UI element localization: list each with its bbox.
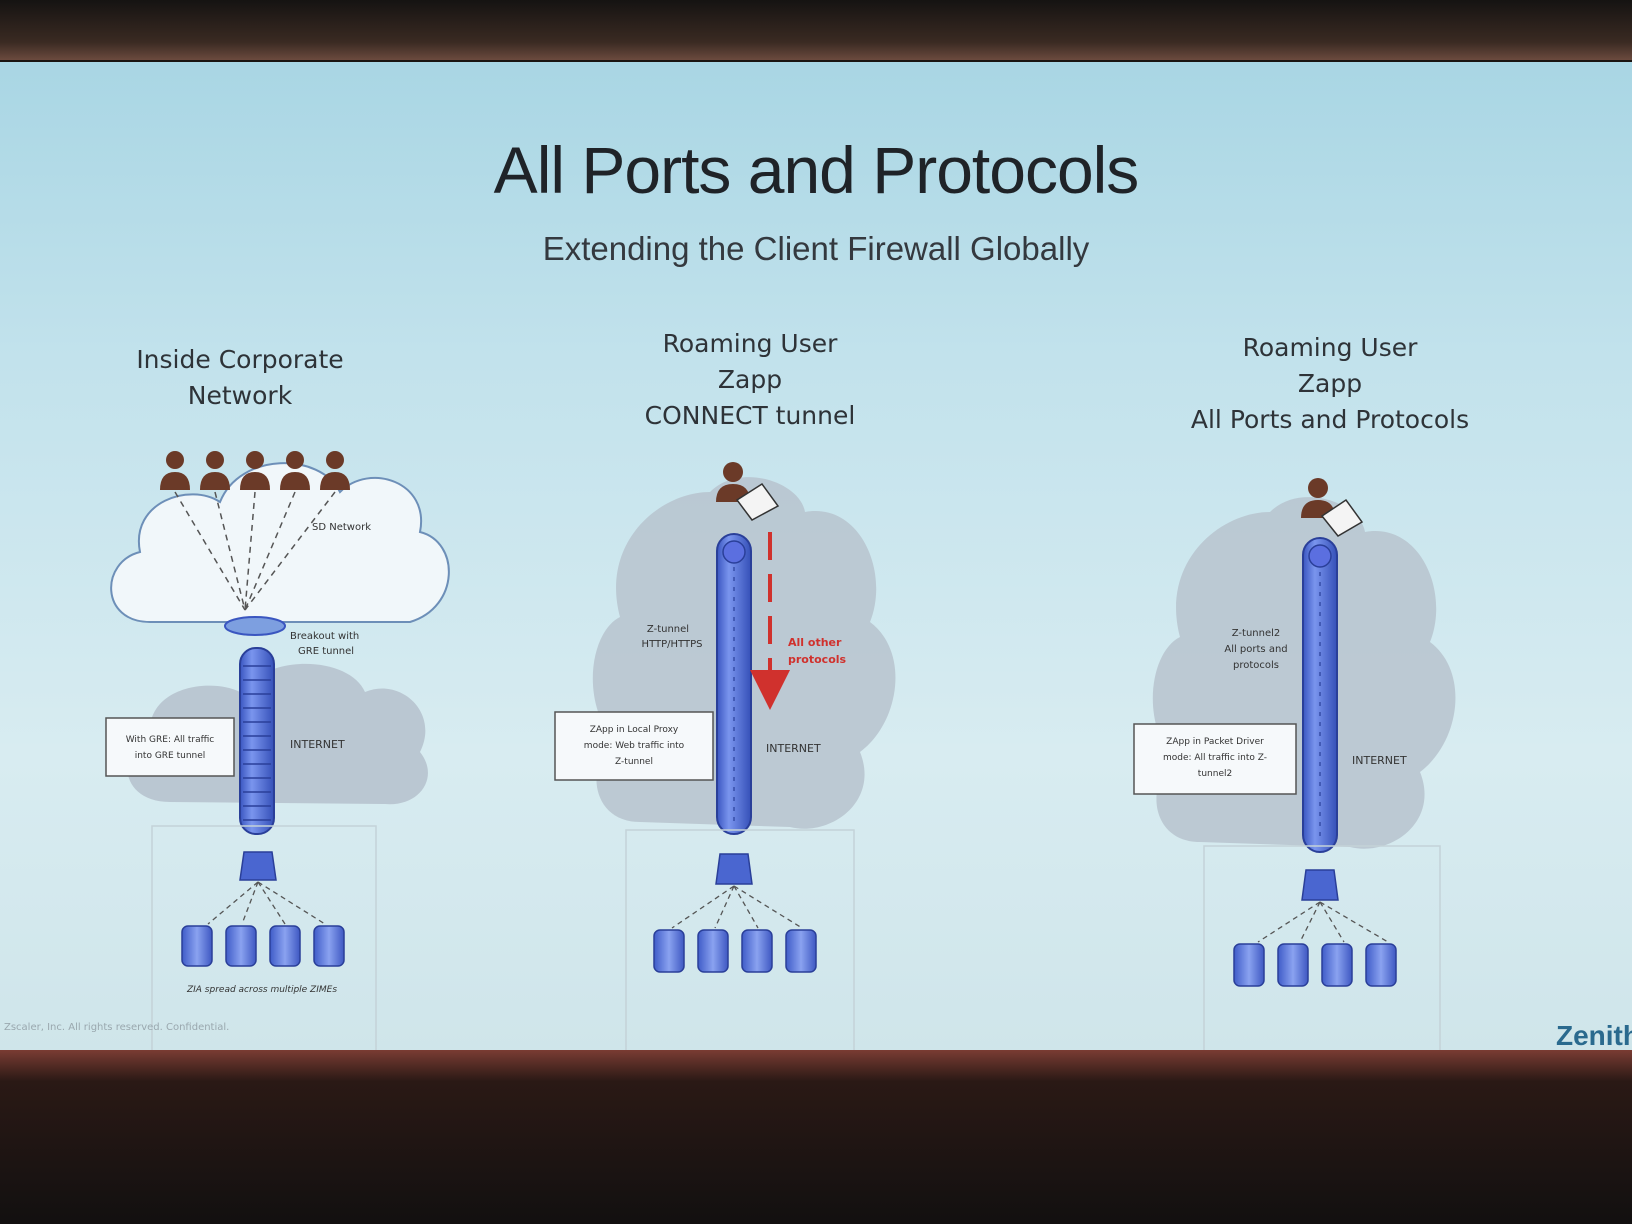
projector-top-band [0,0,1632,60]
breakout-label-line-1: Breakout with [290,631,359,642]
tunnel-label-3-line-2: All ports and [1224,644,1287,655]
panel-2-mode-line-2: mode: Web traffic into [584,741,685,751]
panel-3-heading-line-2: Zapp [1297,369,1363,398]
tunnel-label-3-line-1: Z-tunnel2 [1232,628,1281,639]
tunnel-entry [722,540,746,564]
internet-label-1: INTERNET [290,738,345,751]
server-icon [1321,943,1353,987]
server-icon [1365,943,1397,987]
datacenter-frame-3 [1203,845,1441,1052]
panel-2-heading-line-1: Roaming User [662,329,838,358]
server-icon [313,925,345,967]
server-icon [785,929,817,973]
slide-title: All Ports and Protocols [493,133,1140,207]
panel-2-diagram: All other protocols Z-tunnel HTTP/HTTPS … [554,462,896,1052]
internet-label-3: INTERNET [1352,754,1407,767]
datacenter-frame-1 [151,825,377,1052]
server-icon [697,929,729,973]
panel-3-server-links [1257,901,1389,943]
panel-3-servers [1233,943,1397,987]
panel-3-mode-line-2: mode: All traffic into Z- [1163,753,1267,763]
panel-2-mode-line-1: ZApp in Local Proxy [590,725,679,735]
person-icon [320,451,350,490]
panel-1-diagram: SD Network Breakout with GRE tunnel With… [105,451,450,1052]
panel-3-mode-box [1133,723,1297,795]
panel-1-heading-line-1: Inside Corporate [136,345,344,374]
internet-label-2: INTERNET [766,742,821,755]
panel-2-server-links [671,885,803,929]
panel-1-server-links [207,881,326,925]
server-icon [741,929,773,973]
switch-icon [715,853,753,885]
tunnel-label-2-line-2: HTTP/HTTPS [642,639,703,650]
person-icon [200,451,230,490]
slide: All Ports and Protocols Extending the Cl… [0,62,1632,1052]
panel-3-heading-line-1: Roaming User [1242,333,1418,362]
panel-1-servers [181,925,345,967]
panel-1-heading-line-2: Network [187,381,293,410]
server-icon [269,925,301,967]
server-icon [181,925,213,967]
server-icon [1277,943,1309,987]
switch-icon [239,851,277,881]
projector-bottom-band [0,1050,1632,1224]
server-icon [1233,943,1265,987]
tunnel-label-3-line-3: protocols [1233,660,1279,671]
panel-2-mode-line-3: Z-tunnel [615,757,653,767]
copyright-text: Zscaler, Inc. All rights reserved. Confi… [4,1022,230,1033]
panel-3-diagram: Z-tunnel2 All ports and protocols ZApp i… [1133,478,1456,1052]
panel-1-mode-box [105,717,235,777]
panel-1-mode-line-1: With GRE: All traffic [126,735,215,745]
switch-icon [1301,869,1339,901]
datacenter-frame-2 [625,829,855,1052]
panel-1-people [160,451,350,490]
panel-3-heading: Roaming User Zapp All Ports and Protocol… [1150,330,1510,438]
router-icon [224,616,286,636]
panel-2-heading: Roaming User Zapp CONNECT tunnel [600,326,900,434]
tunnel-entry [1308,544,1332,568]
panel-1-mode-line-2: into GRE tunnel [135,751,206,761]
panel-1-dashed-links [174,491,336,611]
panel-1-heading: Inside Corporate Network [100,342,380,414]
panel-3-mode-line-1: ZApp in Packet Driver [1166,737,1264,747]
person-icon [240,451,270,490]
panel-2-heading-line-2: Zapp [717,365,783,394]
roaming-user-icon-2 [716,462,780,521]
diagram-canvas: SD Network Breakout with GRE tunnel With… [105,451,1456,1052]
panel-2-mode-box [554,711,714,781]
panel-3-heading-line-3: All Ports and Protocols [1190,405,1470,434]
person-icon [160,451,190,490]
panel-1-footer: ZIA spread across multiple ZIMEs [186,985,337,995]
gre-tunnel-segments [243,665,271,821]
person-icon [280,451,310,490]
other-protocols-line-2: protocols [788,653,847,666]
other-protocols-line-1: All other [788,636,842,649]
corporate-cloud [110,462,450,623]
slide-subtitle: Extending the Client Firewall Globally [542,230,1090,267]
tunnel-label-2-line-1: Z-tunnel [647,624,689,635]
server-icon [225,925,257,967]
laptop-icon [735,482,780,521]
panel-2-heading-line-3: CONNECT tunnel [644,401,856,430]
laptop-icon [1320,498,1364,537]
panel-3-mode-line-3: tunnel2 [1198,769,1232,779]
server-icon [653,929,685,973]
cloud-label-1: SD Network [312,522,371,533]
brand-logo: Zenith [1556,1020,1632,1051]
panel-2-servers [653,929,817,973]
breakout-label-line-2: GRE tunnel [298,646,354,657]
roaming-user-icon-3 [1301,478,1364,537]
